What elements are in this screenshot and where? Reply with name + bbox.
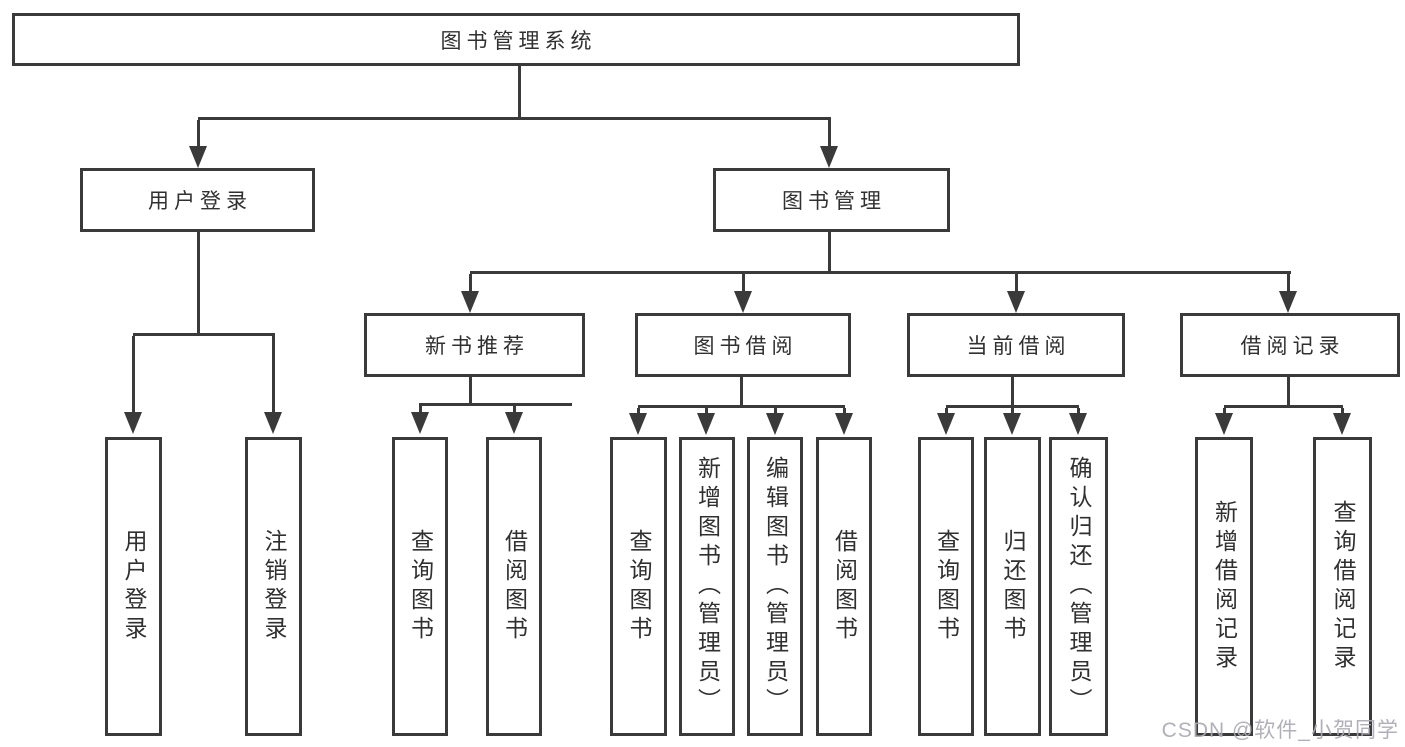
connector-vertical-line xyxy=(739,377,743,407)
node-bb-borrow-books: 借阅图书 xyxy=(816,437,872,736)
arrow-down-icon xyxy=(1069,413,1087,435)
node-book-borrow-label: 图书借阅 xyxy=(693,335,798,358)
arrow-down-icon xyxy=(1215,413,1233,435)
arrow-down-icon xyxy=(1333,413,1351,435)
watermark: CSDN @软件_小贺同学 xyxy=(1161,719,1399,742)
connector-vertical-line xyxy=(196,232,200,336)
connector-vertical-line xyxy=(1286,377,1290,407)
arrow-shaft xyxy=(944,408,948,413)
node-nbr-borrow-books-label: 借阅图书 xyxy=(501,528,528,645)
node-logout-label: 注销登录 xyxy=(261,528,287,645)
connector-horizontal-line xyxy=(1224,405,1343,408)
node-new-book-recommend-label: 新书推荐 xyxy=(425,335,529,358)
arrow-down-icon xyxy=(264,412,282,434)
node-nbr-query-books-label: 查询图书 xyxy=(407,528,434,645)
node-cb-return-books: 归还图书 xyxy=(984,437,1041,736)
node-current-borrow-label: 当前借阅 xyxy=(966,335,1071,358)
connector-vertical-line xyxy=(468,377,472,404)
node-bb-query-books: 查询图书 xyxy=(610,437,667,736)
connector-vertical-line xyxy=(827,232,831,274)
arrow-shaft xyxy=(636,408,640,413)
node-borrow-records-label: 借阅记录 xyxy=(1240,335,1345,358)
node-logout: 注销登录 xyxy=(245,437,302,736)
arrow-shaft xyxy=(1286,274,1290,291)
node-bb-edit-books-label: 编辑图书（管理员） xyxy=(762,456,789,717)
arrow-shaft xyxy=(773,408,777,413)
node-borrow-records: 借阅记录 xyxy=(1180,313,1400,377)
node-bb-borrow-books-label: 借阅图书 xyxy=(831,528,858,645)
node-cb-query-books-label: 查询图书 xyxy=(933,528,960,645)
node-cb-return-books-label: 归还图书 xyxy=(1000,528,1026,645)
connector-horizontal-line xyxy=(470,271,1291,274)
arrow-down-icon xyxy=(1007,291,1025,313)
arrow-down-icon xyxy=(461,291,479,313)
node-cb-query-books: 查询图书 xyxy=(918,437,974,736)
arrow-down-icon xyxy=(766,413,784,435)
arrow-down-icon xyxy=(820,146,838,168)
arrow-shaft xyxy=(1340,408,1344,413)
connector-horizontal-line xyxy=(638,405,845,408)
arrow-shaft xyxy=(1010,408,1014,413)
arrow-shaft xyxy=(271,336,275,412)
node-current-borrow: 当前借阅 xyxy=(907,313,1125,377)
arrow-down-icon xyxy=(411,412,429,434)
node-book-borrow: 图书借阅 xyxy=(635,313,851,377)
arrow-down-icon xyxy=(835,413,853,435)
node-root-label: 图书管理系统 xyxy=(440,29,597,53)
arrow-shaft xyxy=(827,120,831,146)
node-book-management: 图书管理 xyxy=(713,168,950,232)
arrow-down-icon xyxy=(189,146,207,168)
node-root: 图书管理系统 xyxy=(12,13,1020,66)
node-br-query-record-label: 查询借阅记录 xyxy=(1330,499,1356,674)
node-nbr-query-books: 查询图书 xyxy=(392,437,448,736)
connector-horizontal-line xyxy=(198,117,831,120)
arrow-down-icon xyxy=(697,413,715,435)
node-nbr-borrow-books: 借阅图书 xyxy=(486,437,542,736)
node-cb-confirm-return: 确认归还（管理员） xyxy=(1049,437,1108,736)
arrow-shaft xyxy=(1222,408,1226,413)
arrow-down-icon xyxy=(734,291,752,313)
arrow-shaft xyxy=(704,408,708,413)
node-cb-confirm-return-label: 确认归还（管理员） xyxy=(1066,456,1092,717)
connector-horizontal-line xyxy=(946,405,1079,408)
arrow-down-icon xyxy=(1279,291,1297,313)
arrow-shaft xyxy=(418,406,422,412)
arrow-shaft xyxy=(196,120,200,146)
arrow-down-icon xyxy=(629,413,647,435)
arrow-down-icon xyxy=(937,413,955,435)
arrow-shaft xyxy=(741,274,745,291)
arrow-shaft xyxy=(131,336,135,412)
connector-vertical-line xyxy=(1010,377,1014,407)
node-login: 用户登录 xyxy=(105,437,162,736)
node-user-login: 用户登录 xyxy=(80,168,315,232)
node-new-book-recommend: 新书推荐 xyxy=(364,313,585,377)
connector-vertical-line xyxy=(517,66,521,118)
node-br-query-record: 查询借阅记录 xyxy=(1313,437,1372,736)
connector-horizontal-line xyxy=(419,403,572,406)
arrow-down-icon xyxy=(1003,413,1021,435)
arrow-shaft xyxy=(842,408,846,413)
arrow-down-icon xyxy=(124,412,142,434)
node-bb-query-books-label: 查询图书 xyxy=(626,528,652,645)
node-book-management-label: 图书管理 xyxy=(782,190,886,213)
arrow-shaft xyxy=(468,274,472,291)
connector-horizontal-line xyxy=(133,333,275,336)
node-bb-edit-books: 编辑图书（管理员） xyxy=(747,437,803,736)
node-bb-add-books: 新增图书（管理员） xyxy=(679,437,735,736)
node-login-label: 用户登录 xyxy=(121,528,147,645)
node-user-login-label: 用户登录 xyxy=(148,190,252,213)
arrow-shaft xyxy=(1014,274,1018,291)
arrow-down-icon xyxy=(505,412,523,434)
node-br-add-record: 新增借阅记录 xyxy=(1195,437,1253,736)
node-bb-add-books-label: 新增图书（管理员） xyxy=(694,456,721,717)
node-br-add-record-label: 新增借阅记录 xyxy=(1211,499,1238,674)
arrow-shaft xyxy=(512,406,516,412)
arrow-shaft xyxy=(1076,408,1080,413)
